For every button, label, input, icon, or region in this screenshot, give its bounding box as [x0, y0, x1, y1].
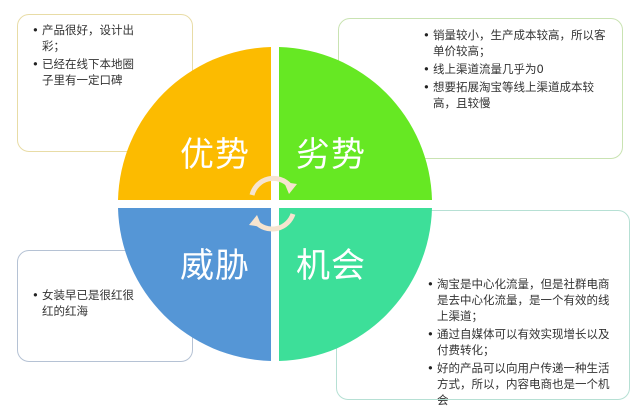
strengths-box: 产品很好，设计出彩； 已经在线下本地圈子里有一定口碑	[17, 14, 193, 152]
opportunity-item: 好的产品可以向用户传递一种生活方式，所以，内容电商也是一个机会	[427, 360, 617, 408]
strengths-label: 优势	[180, 135, 250, 175]
weakness-item: 线上渠道流量几乎为0	[423, 61, 613, 77]
strength-item: 产品很好，设计出彩；	[32, 22, 144, 54]
weaknesses-label: 劣势	[296, 135, 366, 175]
threats-label: 威胁	[180, 246, 250, 286]
threat-item: 女装早已是很红很红的红海	[32, 287, 144, 319]
weakness-item: 想要拓展淘宝等线上渠道成本较高，且较慢	[423, 79, 613, 111]
weakness-item: 销量较小，生产成本较高，所以客单价较高；	[423, 27, 613, 59]
opportunity-item: 通过自媒体可以有效实现增长以及付费转化；	[427, 326, 617, 358]
threats-quadrant	[118, 208, 271, 361]
arrowhead-top	[284, 182, 297, 194]
opportunities-quadrant	[279, 208, 432, 361]
opportunities-label: 机会	[296, 246, 366, 286]
weaknesses-quadrant	[279, 47, 432, 200]
strengths-quadrant	[118, 47, 271, 200]
arrowhead-bottom	[249, 215, 262, 227]
opportunity-item: 淘宝是中心化流量，但是社群电商是去中心化流量，是一个有效的线上渠道；	[427, 276, 617, 324]
strength-item: 已经在线下本地圈子里有一定口碑	[32, 56, 144, 88]
cycle-arrows-icon	[249, 175, 297, 232]
